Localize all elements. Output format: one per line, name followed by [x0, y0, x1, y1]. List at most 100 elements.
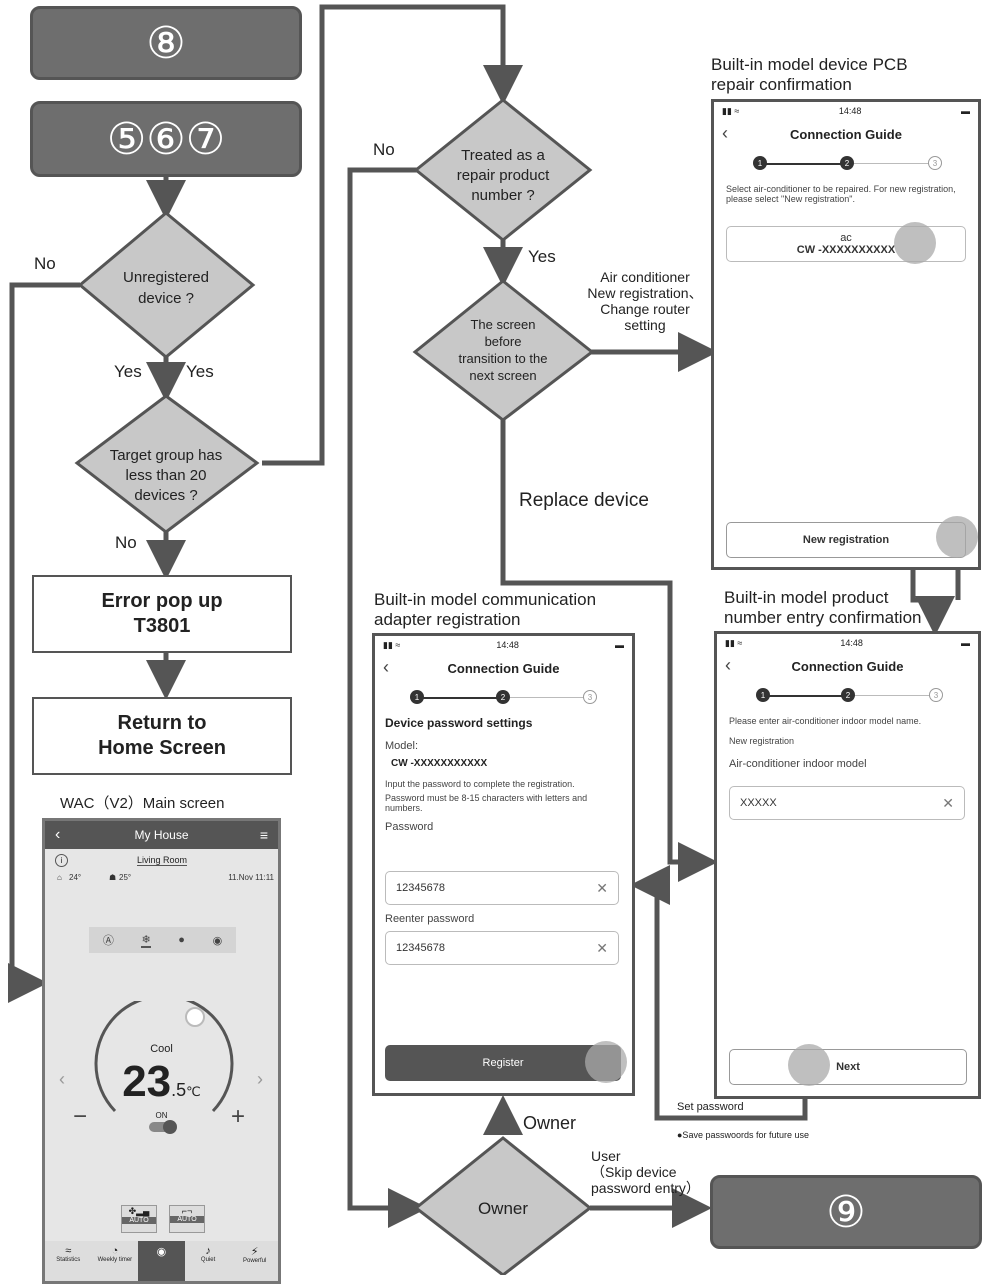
fan-icon: ✤▂▄ — [128, 1206, 150, 1216]
plus-button[interactable]: + — [231, 1103, 246, 1130]
header-title: Connection Guide — [790, 126, 902, 142]
caption-main-screen: WAC（V2）Main screen — [60, 795, 225, 812]
step-1: 1 — [410, 690, 424, 704]
fan-control[interactable]: ✤▂▄ AUTO — [121, 1205, 157, 1233]
label-owner-arrow: Owner — [523, 1113, 577, 1133]
error-line1: Error pop up — [101, 590, 223, 612]
device-name: ac — [840, 232, 852, 244]
swing-control[interactable]: ⌐¬ AUTO — [169, 1205, 205, 1233]
fan-auto: AUTO — [122, 1217, 156, 1224]
timer-icon: ◔ — [111, 1245, 119, 1257]
password-value: 12345678 — [396, 882, 445, 894]
step-3: 3 — [929, 688, 943, 702]
minus-button[interactable]: − — [73, 1103, 88, 1130]
error-line2: T3801 — [133, 615, 191, 637]
decision-target-line1: Target group has — [110, 447, 223, 464]
decision-unregistered-line2: device ? — [138, 290, 194, 307]
reenter-label: Reenter password — [385, 913, 475, 925]
quiet-icon: ♪ — [205, 1245, 211, 1257]
dial-handle — [185, 1007, 205, 1027]
decision-screen-line3: transition to the — [459, 351, 548, 366]
cool-mode-icon[interactable]: ❄ — [141, 933, 151, 948]
indoor-model-input[interactable]: XXXXX ✕ — [729, 786, 965, 820]
error-popup-box: Error pop up T3801 — [32, 575, 292, 653]
phone-product-entry: ▮▮ ≈14:48▬ ‹Connection Guide 1 2 3 Pleas… — [714, 631, 981, 1099]
label-set-password: Set password — [677, 1101, 744, 1113]
step-1: 1 — [756, 688, 770, 702]
clear-icon[interactable]: ✕ — [596, 879, 608, 896]
step-3: 3 — [583, 690, 597, 704]
info-icon[interactable]: i — [55, 854, 68, 867]
back-icon[interactable]: ‹ — [383, 657, 389, 677]
instruction-text: Select air-conditioner to be repaired. F… — [726, 184, 956, 204]
nav-nanoe[interactable]: ◉ — [138, 1241, 185, 1281]
statistics-icon: ≈ — [65, 1245, 72, 1257]
reenter-value: 12345678 — [396, 942, 445, 954]
label-no-target: No — [115, 533, 137, 552]
header-title: Connection Guide — [447, 660, 560, 676]
return-line2: Home Screen — [98, 737, 226, 759]
caption-pcb: Built-in model device PCB repair confirm… — [711, 55, 908, 94]
back-icon[interactable]: ‹ — [55, 826, 61, 843]
tap-indicator — [585, 1041, 627, 1083]
label-save-password: ●Save passwoords for future use — [677, 1130, 810, 1140]
decision-treated-line3: number ? — [471, 187, 534, 204]
nanoe-icon[interactable]: ◉ — [212, 934, 223, 947]
password-input[interactable]: 12345678 ✕ — [385, 871, 619, 905]
step-8-box: ⑧ — [30, 6, 302, 80]
step-3: 3 — [928, 156, 942, 170]
clear-icon[interactable]: ✕ — [596, 939, 608, 956]
new-registration-button[interactable]: New registration — [726, 522, 966, 558]
user-line2: （Skip device — [591, 1164, 677, 1181]
label-yes-left: Yes — [114, 362, 142, 381]
tap-indicator — [894, 222, 936, 264]
power-toggle[interactable] — [149, 1120, 177, 1134]
caption-adapter-line2: adapter registration — [374, 609, 521, 629]
indoor-model-value: XXXXX — [740, 797, 777, 809]
temp-row: ⌂ 24° ☗ 25° 11.Nov 11:11 — [45, 873, 278, 889]
mode-selector: Ⓐ ❄ ● ◉ — [89, 927, 236, 953]
nav-powerful[interactable]: ⚡Powerful — [231, 1241, 278, 1281]
heading: Device password settings — [385, 716, 533, 730]
clock: 14:48 — [840, 638, 863, 648]
step-indicator: 1 2 3 — [375, 686, 632, 710]
return-line1: Return to — [117, 712, 207, 734]
caption-adapter: Built-in model communication adapter reg… — [374, 590, 596, 629]
return-home-box: Return to Home Screen — [32, 697, 292, 775]
decision-screen-line2: before — [485, 334, 522, 349]
back-icon[interactable]: ‹ — [725, 655, 731, 675]
temp-unit: ℃ — [186, 1084, 201, 1099]
step-indicator: 1 2 3 — [714, 152, 978, 176]
home-title: My House — [134, 828, 189, 842]
indoor-temp: 24° — [69, 873, 82, 882]
room-row: i Living Room — [45, 849, 278, 873]
user-line1: User — [591, 1148, 621, 1164]
date-time: 11.Nov 11:11 — [228, 873, 274, 882]
menu-icon[interactable]: ≡ — [259, 827, 268, 843]
device-item[interactable]: ac CW -XXXXXXXXXX — [726, 226, 966, 262]
caption-pcb-line2: repair confirmation — [711, 74, 852, 94]
desc-line1: Input the password to complete the regis… — [385, 779, 575, 789]
device-model: CW -XXXXXXXXXX — [796, 244, 896, 256]
step-9-label: ⑨ — [826, 1186, 866, 1238]
nav-statistics[interactable]: ≈Statistics — [45, 1241, 92, 1281]
room-name[interactable]: Living Room — [137, 855, 188, 866]
register-button[interactable]: Register — [385, 1045, 621, 1081]
step-567-box: ⑤⑥⑦ — [30, 101, 302, 177]
battery-icon: ▬ — [960, 638, 970, 648]
caption-product-line1: Built-in model product — [724, 588, 889, 607]
bottom-nav: ≈Statistics ◔Weekly timer ◉ ♪Quiet ⚡Powe… — [45, 1241, 278, 1281]
dry-mode-icon[interactable]: ● — [178, 934, 185, 946]
decision-treated-line2: repair product — [457, 167, 550, 184]
clear-icon[interactable]: ✕ — [942, 794, 954, 811]
back-icon[interactable]: ‹ — [722, 123, 728, 143]
next-button[interactable]: Next — [729, 1049, 967, 1085]
nav-quiet[interactable]: ♪Quiet — [185, 1241, 232, 1281]
decision-target-line3: devices ? — [134, 487, 197, 504]
nav-weekly-timer[interactable]: ◔Weekly timer — [92, 1241, 139, 1281]
temperature-dial[interactable]: ‹ › — [45, 1001, 278, 1141]
prev-arrow-icon: ‹ — [59, 1069, 65, 1089]
auto-mode-icon[interactable]: Ⓐ — [102, 935, 114, 947]
phone-adapter-registration: ▮▮ ≈14:48▬ ‹Connection Guide 1 2 3 Devic… — [372, 633, 635, 1096]
reenter-password-input[interactable]: 12345678 ✕ — [385, 931, 619, 965]
